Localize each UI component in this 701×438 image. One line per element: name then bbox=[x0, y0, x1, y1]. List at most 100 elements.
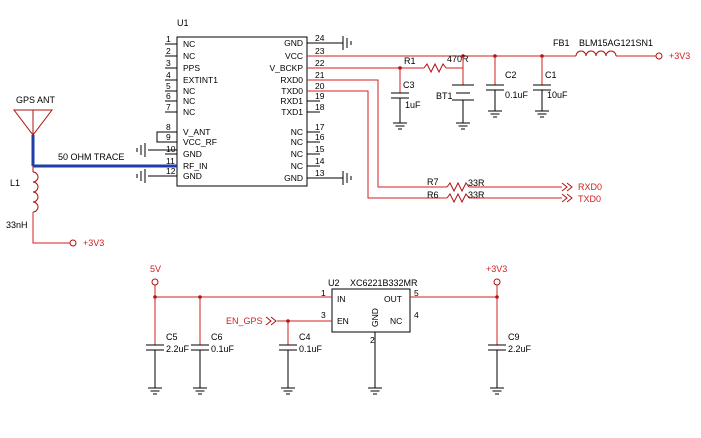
u1-pin-name: NC bbox=[183, 39, 195, 49]
u1-pin10-ground bbox=[136, 143, 177, 157]
r1-value: 470R bbox=[447, 54, 469, 64]
u1-pin-number: 11 bbox=[166, 156, 175, 166]
u1-pin12-ground bbox=[136, 169, 177, 183]
u1-pin-number: 9 bbox=[166, 132, 171, 142]
u1-pin-number: 20 bbox=[315, 81, 325, 91]
u1-pin-name: V_ANT bbox=[183, 127, 210, 137]
capacitor-c6: C6 0.1uF bbox=[191, 297, 235, 395]
en-gps-label: EN_GPS bbox=[226, 316, 263, 326]
out-net-3v3: +3V3 bbox=[486, 264, 507, 274]
resistor-r1: R1 470R bbox=[404, 54, 469, 74]
u1-pin-name: NC bbox=[291, 149, 303, 159]
u1-pin-number: 7 bbox=[166, 102, 171, 112]
c2-value: 0.1uF bbox=[505, 90, 529, 100]
u1-pin-name: VCC_RF bbox=[183, 137, 217, 147]
antenna-label: GPS ANT bbox=[16, 95, 56, 105]
fb1-value: BLM15AG121SN1 bbox=[579, 38, 653, 48]
u1-pin-name: V_BCKP bbox=[269, 63, 303, 73]
u1-pin-name: PPS bbox=[183, 63, 200, 73]
c1-ref: C1 bbox=[545, 70, 557, 80]
c6-ref: C6 bbox=[211, 332, 223, 342]
r1-ref: R1 bbox=[404, 56, 416, 66]
c9-value: 2.2uF bbox=[508, 344, 532, 354]
u1-pin-number: 1 bbox=[166, 34, 171, 44]
u1-pin-number: 17 bbox=[315, 122, 325, 132]
u1-pin-number: 10 bbox=[166, 144, 176, 154]
u1-pin-name: RXD0 bbox=[280, 75, 303, 85]
u1-pin-number: 21 bbox=[315, 70, 325, 80]
net-rxd0: RXD0 bbox=[578, 182, 602, 192]
inductor-l1: L1 33nH +3V3 bbox=[6, 171, 104, 248]
r6-value: 33R bbox=[468, 190, 485, 200]
u1-pin-name: NC bbox=[183, 107, 195, 117]
c6-value: 0.1uF bbox=[211, 344, 235, 354]
capacitor-c5: C5 2.2uF bbox=[146, 297, 190, 395]
u2-pin5-num: 5 bbox=[414, 288, 419, 298]
u1-pin-name: NC bbox=[183, 86, 195, 96]
u1-pin-number: 4 bbox=[166, 70, 171, 80]
u1-pin-name: NC bbox=[183, 96, 195, 106]
resistor-r6: R6 33R bbox=[427, 190, 485, 204]
rail-3v3-out: +3V3 bbox=[410, 264, 507, 299]
c1-value: 10uF bbox=[547, 90, 568, 100]
c2-ref: C2 bbox=[505, 70, 517, 80]
net-en-gps: EN_GPS bbox=[226, 316, 332, 326]
capacitor-c9: C9 2.2uF bbox=[488, 297, 532, 395]
u1-pin-number: 23 bbox=[315, 46, 325, 56]
u2-pin2-num: 2 bbox=[370, 335, 375, 345]
u2-ref: U2 bbox=[328, 278, 340, 288]
u1-pin-name: VCC bbox=[285, 51, 303, 61]
net-5v: 5V bbox=[150, 264, 161, 274]
u1-pin-name: NC bbox=[291, 161, 303, 171]
u1-pin-number: 3 bbox=[166, 58, 171, 68]
u1-pin-number: 24 bbox=[315, 33, 325, 43]
u1-pin-name: NC bbox=[291, 137, 303, 147]
u1-pin-number: 6 bbox=[166, 91, 171, 101]
u1-pin-name: EXTINT1 bbox=[183, 75, 218, 85]
resistor-r7: R7 33R bbox=[427, 177, 485, 193]
u2-pin3-num: 3 bbox=[321, 310, 326, 320]
u1-pin-number: 16 bbox=[315, 132, 325, 142]
u1-pin-name: RF_IN bbox=[183, 161, 208, 171]
u1-pin24-ground bbox=[307, 36, 352, 50]
u1-pin-name: GND bbox=[284, 38, 303, 48]
u1-pin-number: 8 bbox=[166, 122, 171, 132]
u1-pin-number: 22 bbox=[315, 58, 325, 68]
u1-pin-name: TXD0 bbox=[281, 86, 303, 96]
l1-value: 33nH bbox=[6, 220, 28, 230]
u1-pin13-ground bbox=[307, 171, 352, 185]
u1-pin-name: GND bbox=[183, 149, 202, 159]
u2-pin-in: IN bbox=[337, 294, 346, 304]
u1-pin-number: 5 bbox=[166, 81, 171, 91]
u2-pin-en: EN bbox=[337, 316, 349, 326]
fb1-net-3v3: +3V3 bbox=[669, 51, 690, 61]
r6-ref: R6 bbox=[427, 190, 439, 200]
u2-pin-out: OUT bbox=[384, 294, 402, 304]
u2-part: XC6221B332MR bbox=[350, 278, 418, 288]
u1-pin-number: 12 bbox=[166, 166, 176, 176]
l1-ref: L1 bbox=[10, 178, 20, 188]
l1-net-3v3: +3V3 bbox=[83, 238, 104, 248]
u1-pin-name: TXD1 bbox=[281, 107, 303, 117]
r7-value: 33R bbox=[468, 178, 485, 188]
net-txd0: TXD0 bbox=[578, 194, 601, 204]
ferrite-bead-fb1: FB1 BLM15AG121SN1 +3V3 bbox=[553, 38, 690, 61]
u2-pin-gnd: GND bbox=[370, 308, 380, 327]
u1-pin-name: GND bbox=[183, 171, 202, 181]
fb1-ref: FB1 bbox=[553, 38, 570, 48]
u1-pin-number: 14 bbox=[315, 156, 325, 166]
c9-ref: C9 bbox=[508, 332, 520, 342]
u2-pin-nc: NC bbox=[390, 316, 402, 326]
u1-pin-name: RXD1 bbox=[280, 96, 303, 106]
trace-label: 50 OHM TRACE bbox=[58, 152, 124, 162]
bt1-ref: BT1 bbox=[436, 91, 453, 101]
c4-ref: C4 bbox=[299, 332, 311, 342]
u1-pin-name: GND bbox=[284, 173, 303, 183]
u1-pin-number: 18 bbox=[315, 102, 325, 112]
u1-pin-name: NC bbox=[183, 51, 195, 61]
c4-value: 0.1uF bbox=[299, 344, 323, 354]
